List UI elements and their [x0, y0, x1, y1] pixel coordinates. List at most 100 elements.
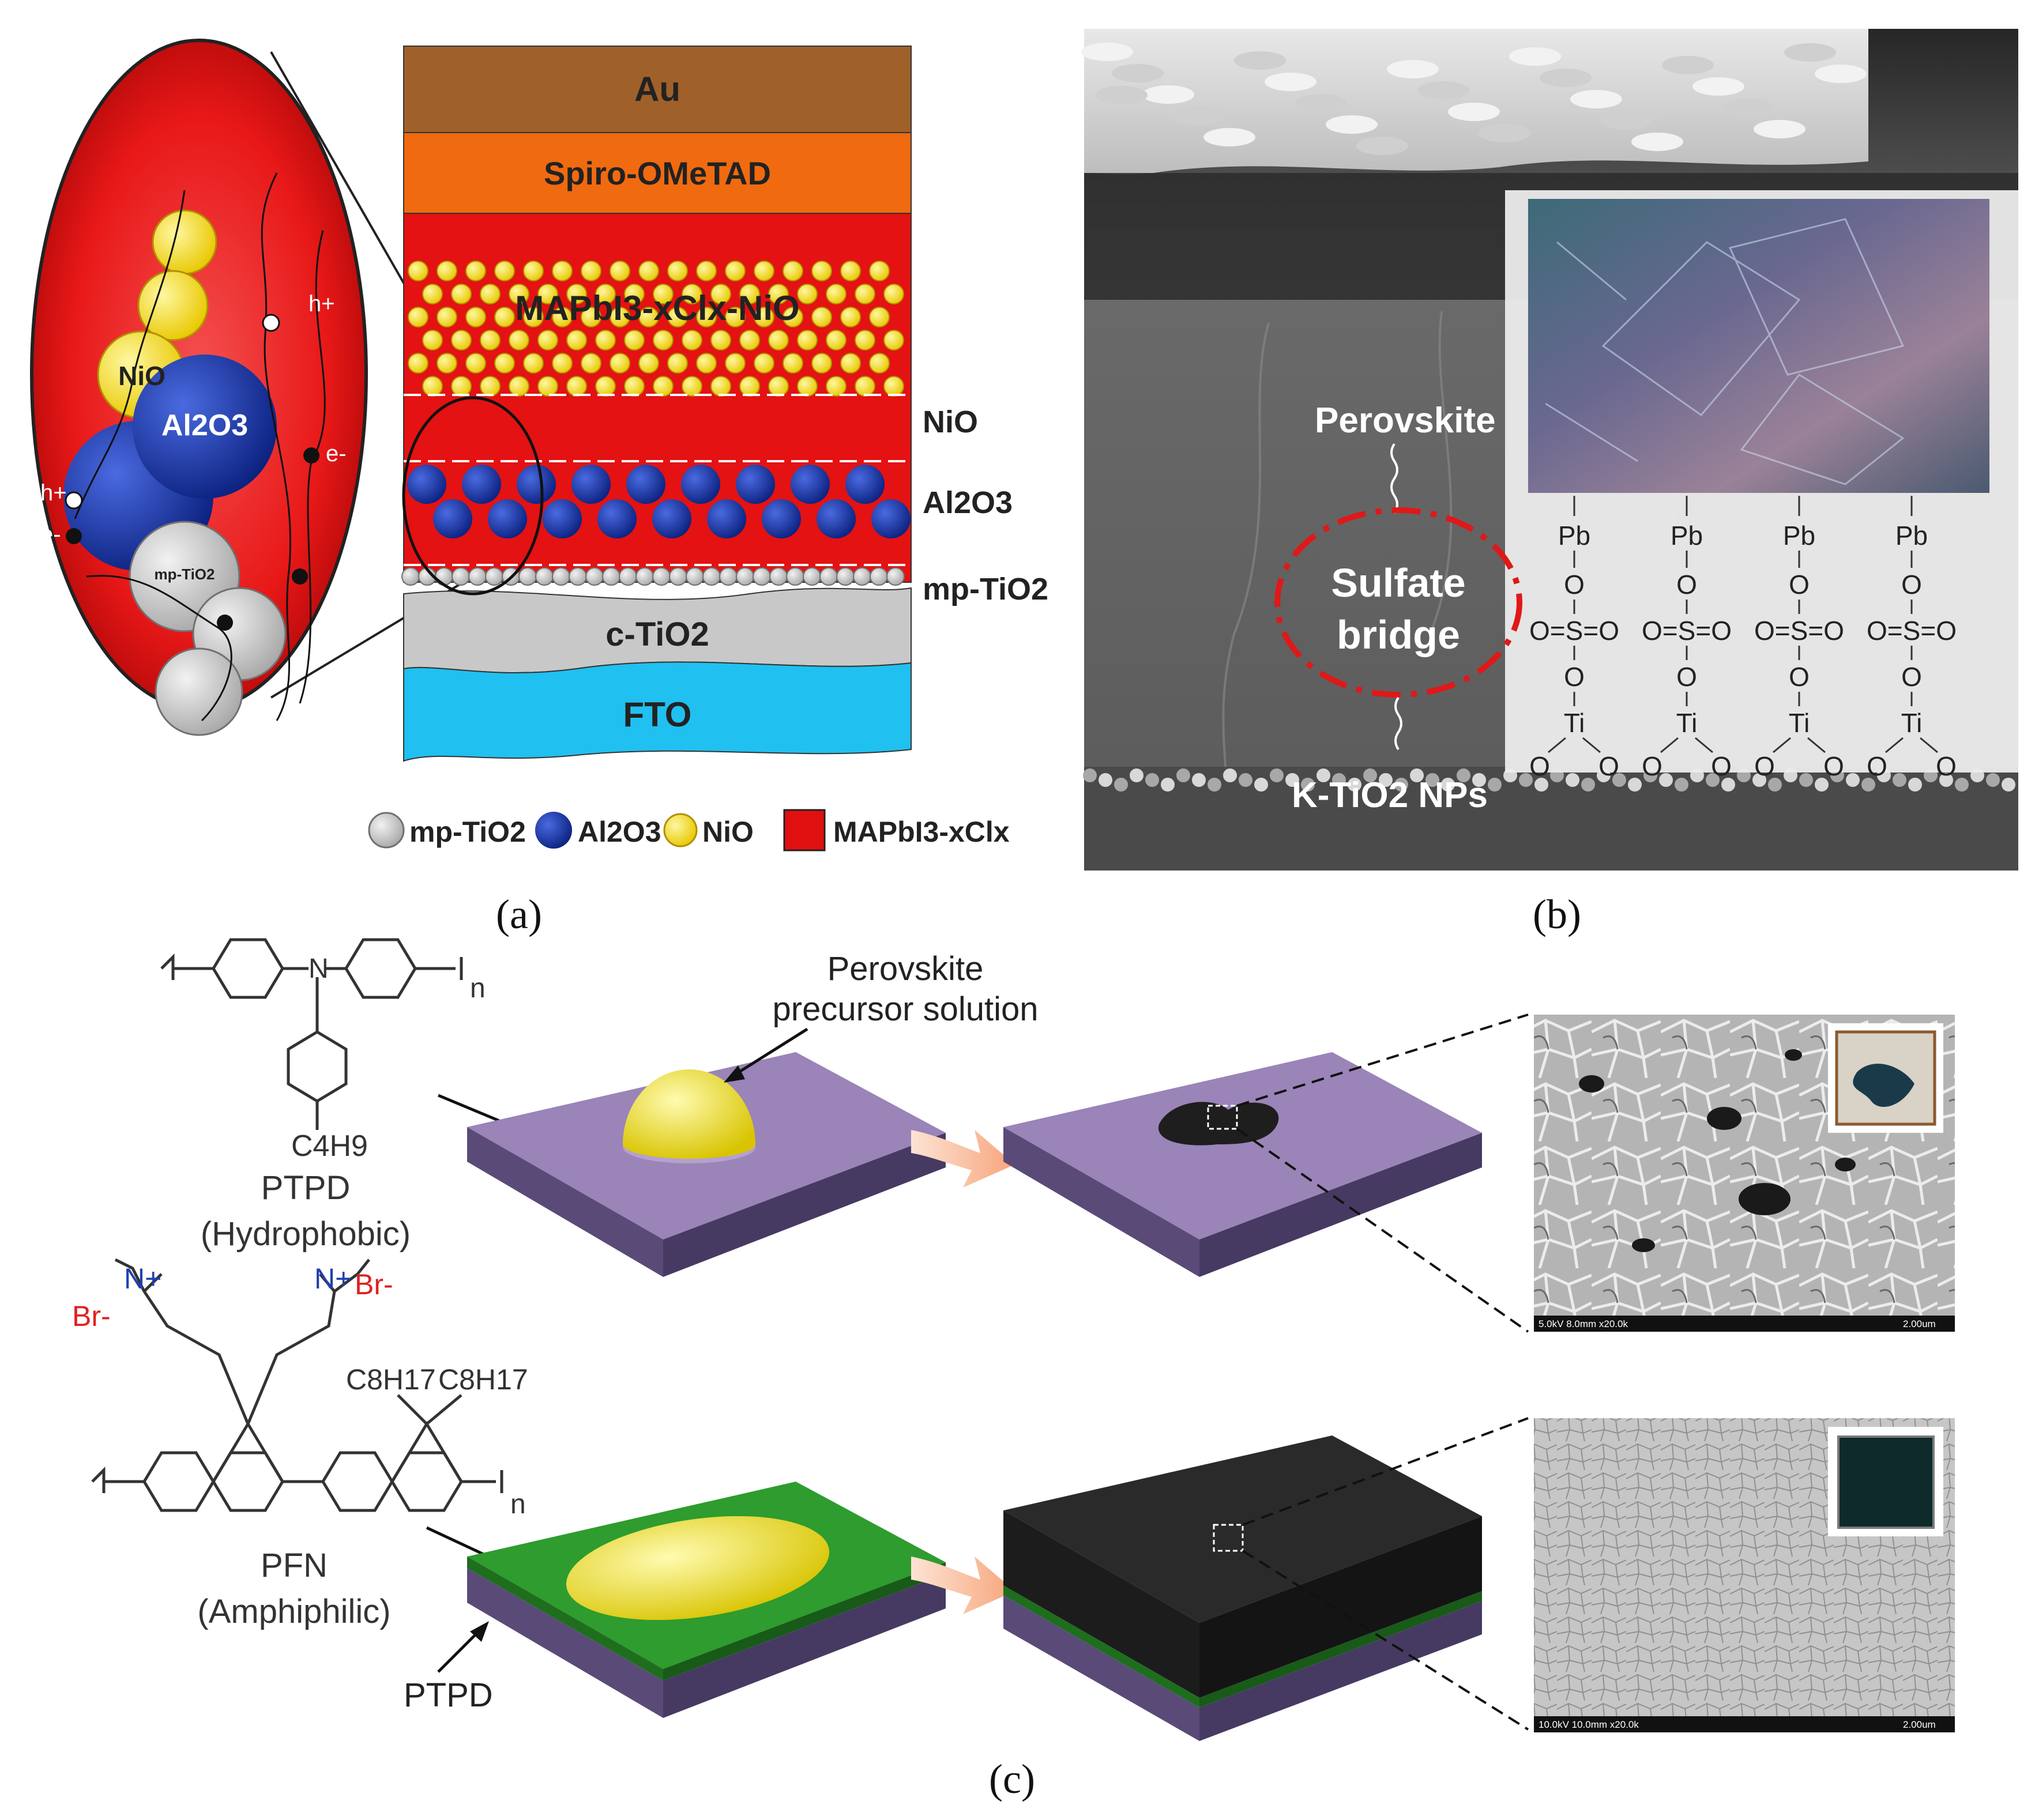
atom-ti: Ti: [1901, 708, 1923, 738]
legend-swatch-nio: [663, 813, 698, 847]
spread-droplet: [566, 1516, 830, 1621]
nio-particle: [653, 376, 674, 397]
nio-particle: [883, 330, 904, 351]
zoom-nio-small-2: [137, 270, 209, 341]
nio-particle: [739, 284, 760, 304]
side-label-al2o3: Al2O3: [923, 485, 1013, 520]
tio2-nanoparticle: [1208, 778, 1221, 792]
nio-particle: [754, 307, 774, 327]
atom-pb: Pb: [1895, 521, 1928, 551]
atom-pb: Pb: [1783, 521, 1815, 551]
tio2-nanoparticle: [1472, 773, 1486, 787]
atom-o: O: [1867, 751, 1887, 781]
sem-inset-film-top: [1853, 1064, 1914, 1107]
nio-particle: [826, 330, 847, 351]
nio-particle: [811, 307, 832, 327]
ptpd-substrate-side-right: [663, 1133, 946, 1277]
crystal-facets: [1545, 218, 1905, 485]
mp-tio2-particle: [870, 567, 888, 586]
mp-tio2-particle: [468, 567, 487, 586]
al2o3-particle: [652, 499, 691, 538]
tio2-nanoparticle: [1799, 773, 1813, 787]
surface-grain: [1173, 107, 1225, 125]
atom-ti: Ti: [1564, 708, 1585, 738]
mp-tio2-particle: [753, 567, 771, 586]
zoom-dash-bottom-2: [1242, 1550, 1529, 1731]
stack-zoom-ring: [402, 396, 544, 596]
nio-particle: [710, 330, 731, 351]
nio-particle: [855, 330, 875, 351]
surface-grain: [1662, 56, 1714, 74]
pfn-ammonium-left: N+: [124, 1263, 161, 1295]
nio-particle: [480, 284, 501, 304]
nio-particle: [581, 353, 601, 374]
surface-grain: [1479, 124, 1530, 142]
nio-particle: [595, 376, 616, 397]
nio-particle: [451, 284, 472, 304]
atom-o: O: [1642, 751, 1662, 781]
nio-particle: [595, 284, 616, 304]
tio2-nanoparticle: [1394, 778, 1408, 792]
zoom-al2o3-large: [133, 355, 277, 499]
tio2-nanoparticle: [1846, 773, 1860, 787]
pfn-side-right-2: [1199, 1591, 1482, 1708]
nio-particle: [811, 261, 832, 281]
nio-particle: [610, 261, 630, 281]
mp-tio2-particle: [702, 567, 721, 586]
al2o3-particle: [597, 499, 637, 538]
nio-particle: [840, 261, 861, 281]
nio-particle: [494, 307, 515, 327]
nio-particle: [667, 353, 688, 374]
legend-label-nio: NiO: [702, 816, 754, 848]
zoom-label-nio: NiO: [118, 361, 165, 391]
ptpd-structure: [160, 938, 463, 1130]
sem-databar-bottom: [1534, 1716, 1955, 1732]
al2o3-particle: [791, 465, 830, 504]
mp-tio2-particle: [686, 567, 704, 586]
pfn-structure: [91, 1258, 503, 1512]
surface-grain: [1784, 43, 1836, 62]
nio-particle: [869, 307, 890, 327]
nio-particle: [480, 376, 501, 397]
surface-grain: [1417, 81, 1469, 100]
precursor-label-1: Perovskite: [827, 950, 984, 988]
tio2-nanoparticle: [1176, 768, 1190, 782]
mp-tio2-particle: [401, 567, 420, 586]
mp-tio2-particle: [619, 567, 637, 586]
tio2-nanoparticle: [1581, 778, 1595, 792]
tio2-nanoparticle: [1145, 773, 1159, 787]
legend-label-absorber: MAPbI3-xClx: [833, 816, 1010, 848]
nio-particle: [566, 330, 587, 351]
bond-line: [1773, 737, 1791, 753]
nio-particle: [523, 307, 544, 327]
nio-particle: [581, 261, 601, 281]
nio-particle: [783, 261, 803, 281]
nio-particle: [682, 284, 702, 304]
tio2-nanoparticle: [1815, 778, 1829, 792]
tio2-nanoparticle: [1939, 773, 1953, 787]
pfn-layer-side-right: [663, 1562, 946, 1680]
nio-particle: [653, 284, 674, 304]
side-label-mp-tio2: mp-TiO2: [923, 572, 1048, 606]
legend-swatch-absorber: [783, 809, 826, 851]
nio-particle: [422, 284, 443, 304]
legend-label-mp-tio2: mp-TiO2: [409, 816, 526, 848]
nio-particle: [437, 353, 457, 374]
label-k-tio2-nps: K-TiO2 NPs: [1292, 775, 1488, 815]
film-side-left: [1003, 1510, 1199, 1698]
al2o3-particle: [845, 465, 885, 504]
nio-particle: [523, 353, 544, 374]
label-sulfate: Sulfate: [1331, 560, 1465, 605]
nio-particle: [422, 330, 443, 351]
nio-particle: [682, 376, 702, 397]
tio2-nanoparticle: [1488, 778, 1502, 792]
pfn-repeat-n: n: [510, 1489, 526, 1520]
panel-a: NiO Al2O3 mp-TiO2 h+ e- h+ e- Au Spiro-O…: [30, 39, 1048, 937]
legend: mp-TiO2 Al2O3 NiO MAPbI3-xClx: [368, 809, 1010, 851]
side-label-nio: NiO: [923, 405, 978, 439]
mp-tio2-particle: [552, 567, 570, 586]
nio-particle: [826, 284, 847, 304]
pointer-arrow-precursor: [728, 1027, 808, 1080]
nio-particle: [523, 261, 544, 281]
